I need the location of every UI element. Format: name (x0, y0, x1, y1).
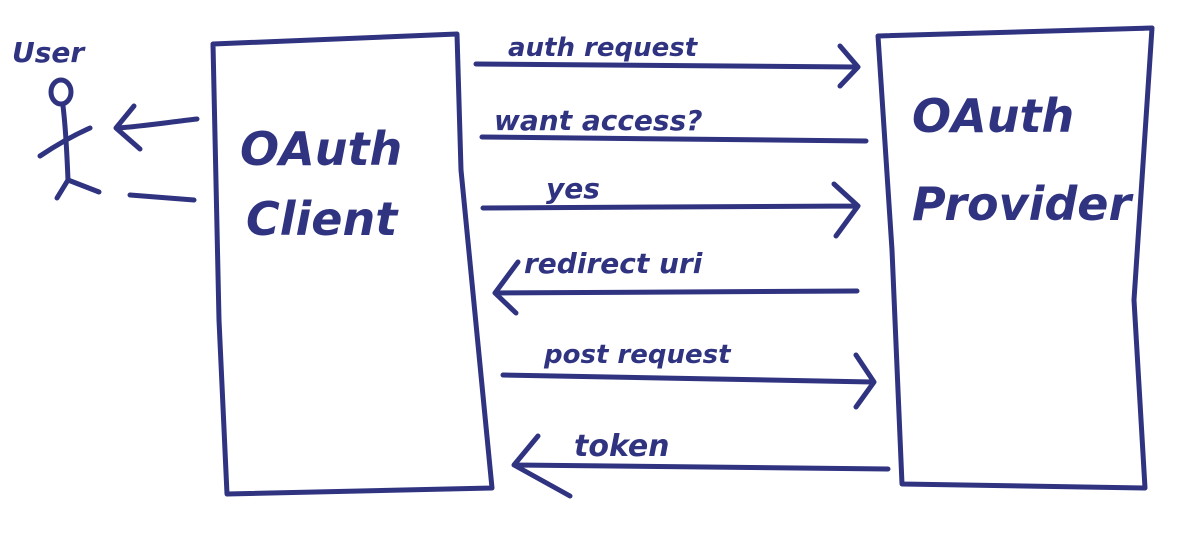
oauth-provider-box: OAuth Provider (875, 25, 1155, 491)
user-actor: User (12, 36, 102, 201)
message-label: redirect uri (524, 247, 703, 280)
message-label: token (574, 429, 670, 464)
message-want-access: want access? (479, 104, 869, 144)
provider-box-outline (875, 25, 1155, 491)
client-label-line1: OAuth (240, 122, 402, 176)
provider-label-line1: OAuth (912, 89, 1074, 143)
client-label-line2: Client (246, 192, 399, 246)
message-post-request: post request (500, 340, 877, 410)
line-to-client (479, 134, 869, 144)
message-label: auth request (508, 33, 699, 63)
provider-label-line2: Provider (912, 177, 1134, 231)
user-client-arrows (113, 103, 200, 203)
message-label: want access? (494, 104, 702, 137)
arrow-to-client (492, 259, 860, 316)
user-head (48, 77, 74, 107)
arrow-to-provider (500, 352, 877, 410)
message-yes: yes (480, 172, 861, 239)
message-token: token (511, 429, 891, 499)
oauth-client-box: OAuth Client (210, 31, 495, 497)
user-arms (37, 125, 93, 159)
arrow-to-provider (480, 181, 861, 239)
message-label: post request (543, 340, 732, 370)
client-box-outline (210, 31, 495, 497)
user-legs (54, 177, 102, 201)
arrow-to-provider (473, 43, 861, 89)
message-redirect-uri: redirect uri (492, 247, 860, 316)
message-auth-request: auth request (473, 33, 861, 89)
user-label: User (12, 36, 86, 69)
line-user-to-client (127, 192, 197, 203)
message-label: yes (546, 172, 600, 205)
arrow-to-client (511, 433, 891, 499)
arrow-client-to-user (113, 103, 200, 152)
